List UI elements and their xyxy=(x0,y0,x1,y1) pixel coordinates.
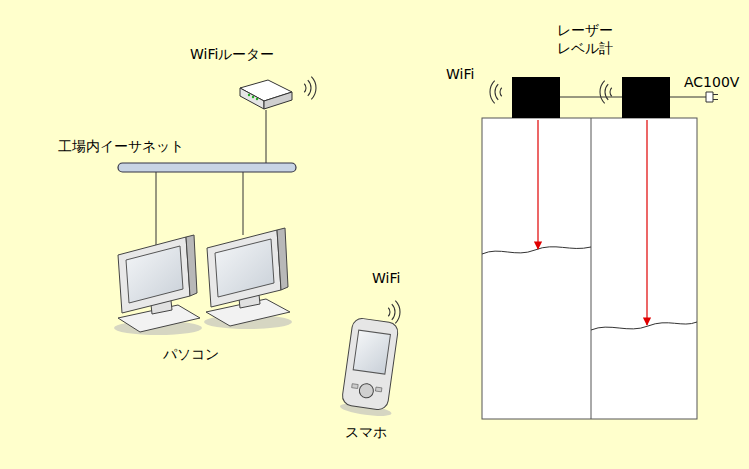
wifi-label: WiFi xyxy=(372,270,400,288)
smartphone xyxy=(358,383,374,399)
wifi-wave xyxy=(600,81,605,104)
liquid-surface xyxy=(591,322,697,330)
gauge-label: レーザー レベル計 xyxy=(552,22,618,57)
smartphone xyxy=(353,330,390,374)
pc-monitor-right xyxy=(277,228,288,290)
power-wire xyxy=(713,94,718,95)
wifi-wave xyxy=(395,301,400,324)
power-wire xyxy=(706,92,713,102)
tank xyxy=(482,118,697,419)
pc-label: パソコン xyxy=(163,346,219,364)
laser-beam xyxy=(538,120,647,325)
power-wire xyxy=(560,97,622,98)
laser-beam xyxy=(646,120,647,325)
wifi-router xyxy=(240,80,292,109)
router-label: WiFiルーター xyxy=(190,46,274,64)
network-label: 工場内イーサネット xyxy=(58,138,184,156)
pc-monitor-left xyxy=(186,235,197,296)
smartphone xyxy=(352,384,358,389)
ethernet-wires xyxy=(243,172,244,235)
wifi-wave xyxy=(304,84,306,92)
pc-monitor-right xyxy=(204,228,292,329)
wifi-wave xyxy=(490,81,495,104)
wifi-wave xyxy=(392,304,395,320)
wifi-router xyxy=(248,94,250,96)
ethernet-wires xyxy=(156,110,266,250)
ethernet-wires xyxy=(156,172,157,250)
wifi-router xyxy=(252,96,254,98)
pc-monitor-right xyxy=(215,239,274,297)
power-label: AC100V xyxy=(684,74,739,92)
phone-label: スマホ xyxy=(345,424,387,442)
wifi-wave xyxy=(500,88,502,96)
pc-monitor-left xyxy=(126,246,183,303)
wifi-router xyxy=(240,88,264,109)
liquid-surface xyxy=(482,247,591,254)
pc-monitor-left xyxy=(118,237,190,313)
wifi-wave xyxy=(495,84,498,100)
pc-monitor-left xyxy=(114,235,202,335)
tank xyxy=(482,118,697,419)
wifi-wave xyxy=(605,84,608,100)
wifi-router xyxy=(264,92,292,109)
wifi-wave xyxy=(311,77,316,100)
laser-level-gauge xyxy=(512,77,560,118)
ethernet-bus xyxy=(118,163,296,172)
wifi-label: WiFi xyxy=(446,66,474,84)
laser-level-gauge xyxy=(622,77,670,118)
laser-beam xyxy=(537,120,538,249)
smartphone xyxy=(375,387,381,392)
wifi-waves xyxy=(304,77,612,324)
tank xyxy=(591,118,592,419)
wifi-wave xyxy=(610,88,612,96)
wifi-router xyxy=(256,98,258,100)
smartphone xyxy=(339,317,404,418)
smartphone xyxy=(341,317,399,411)
power-wire xyxy=(713,99,718,100)
wifi-wave xyxy=(388,308,390,316)
power-wire xyxy=(670,97,706,98)
wifi-wave xyxy=(308,80,311,96)
ethernet-wires xyxy=(266,110,267,163)
pc-monitor-right xyxy=(207,230,281,307)
